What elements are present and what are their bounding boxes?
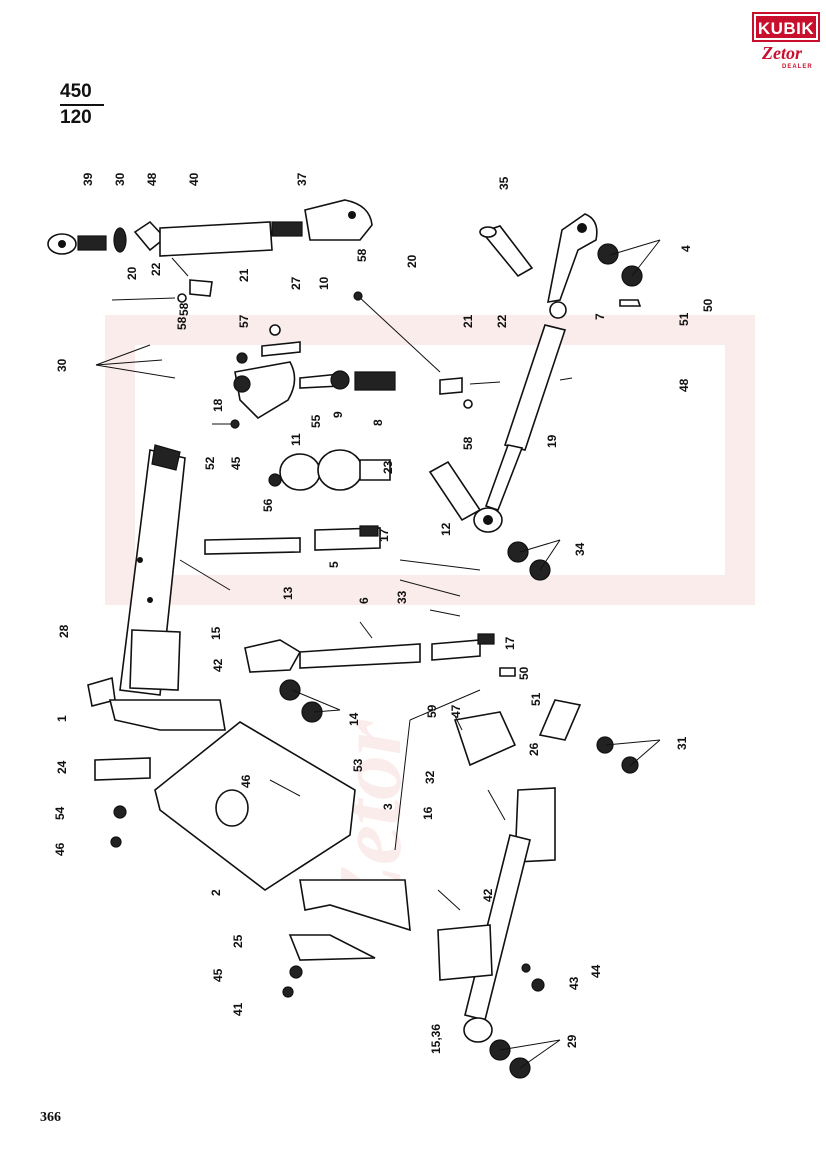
right-lower-link	[437, 699, 639, 1079]
kubik-zetor-logo: KUBIK Zetor DEALER	[752, 12, 820, 74]
callout: 46	[53, 842, 67, 856]
callout: 15,36	[429, 1024, 443, 1054]
top-link-assembly	[47, 199, 373, 303]
main-frame	[94, 699, 411, 998]
callout: 21	[237, 268, 251, 282]
left-lower-link	[87, 444, 186, 707]
callout: 20	[405, 254, 419, 268]
callout: 33	[395, 590, 409, 604]
callout: 9	[331, 411, 345, 418]
leader-lines	[95, 239, 661, 1069]
callout: 57	[237, 314, 251, 328]
logo-dealer-text: DEALER	[782, 64, 813, 70]
lifting-rod-assembly	[428, 324, 567, 581]
right-upper-parts	[353, 213, 643, 381]
callout: 29	[565, 1034, 579, 1048]
callout: 39	[81, 172, 95, 186]
callout: 58	[177, 302, 191, 316]
callout: 32	[423, 770, 437, 784]
callout: 17	[377, 528, 391, 542]
callout: 15	[209, 626, 223, 640]
callout: 40	[187, 172, 201, 186]
callout: 22	[495, 314, 509, 328]
callout: 31	[675, 736, 689, 750]
callout: 44	[589, 964, 603, 978]
callout: 6	[357, 597, 371, 604]
callout: 8	[371, 419, 385, 426]
callout: 50	[517, 666, 531, 680]
callout: 58	[461, 436, 475, 450]
callout: 45	[229, 456, 243, 470]
callout: 14	[347, 712, 361, 726]
callout: 34	[573, 542, 587, 556]
callout: 20	[125, 266, 139, 280]
callout: 13	[281, 586, 295, 600]
callout: 7	[593, 313, 607, 320]
fraction-bar	[60, 104, 104, 106]
lift-shaft-parts	[204, 525, 516, 723]
callout: 27	[289, 276, 303, 290]
callout: 54	[53, 806, 67, 820]
callout: 51	[529, 692, 543, 706]
callout: 59	[425, 704, 439, 718]
callout: 30	[113, 172, 127, 186]
callout: 58	[175, 316, 189, 330]
crank-and-lever-parts	[212, 324, 501, 491]
callout: 22	[149, 262, 163, 276]
callout: 42	[481, 888, 495, 902]
group-code: 450 120	[60, 82, 104, 132]
group-code-numerator: 450	[60, 81, 92, 102]
callout: 30	[55, 358, 69, 372]
callout: 43	[567, 976, 581, 990]
page-number: 366	[40, 1110, 61, 1125]
callout: 56	[261, 498, 275, 512]
callout: 25	[231, 934, 245, 948]
callout: 51	[677, 312, 691, 326]
callout: 26	[527, 742, 541, 756]
callout: 2	[209, 889, 223, 896]
callout: 58	[355, 248, 369, 262]
callout: 55	[309, 414, 323, 428]
callout: 5	[327, 561, 341, 568]
logo-kubik-text: KUBIK	[752, 12, 820, 42]
callout: 48	[677, 378, 691, 392]
callout: 48	[145, 172, 159, 186]
callout: 46	[239, 774, 253, 788]
callout: 45	[211, 968, 225, 982]
callout: 12	[439, 522, 453, 536]
callout: 52	[203, 456, 217, 470]
callout: 18	[211, 398, 225, 412]
callout: 28	[57, 624, 71, 638]
callout: 23	[381, 460, 395, 474]
callout: 3	[381, 803, 395, 810]
callout: 19	[545, 434, 559, 448]
callout: 35	[497, 176, 511, 190]
callout: 24	[55, 760, 69, 774]
callout: 17	[503, 636, 517, 650]
callout: 21	[461, 314, 475, 328]
callout: 53	[351, 758, 365, 772]
callout: 10	[317, 276, 331, 290]
callout: 50	[701, 298, 715, 312]
logo-zetor-text: Zetor	[762, 43, 802, 63]
callout: 11	[289, 433, 303, 446]
callout: 41	[231, 1002, 245, 1016]
callout: 1	[55, 715, 69, 722]
callout-labels: 39 30 48 40 37 35 20 22 21 58 58 27 10 5…	[53, 172, 715, 1054]
callout: 37	[295, 172, 309, 186]
group-code-denominator: 120	[60, 107, 92, 128]
callout: 42	[211, 658, 225, 672]
callout: 47	[449, 704, 463, 718]
callout: 16	[421, 806, 435, 820]
callout: 4	[679, 245, 693, 252]
